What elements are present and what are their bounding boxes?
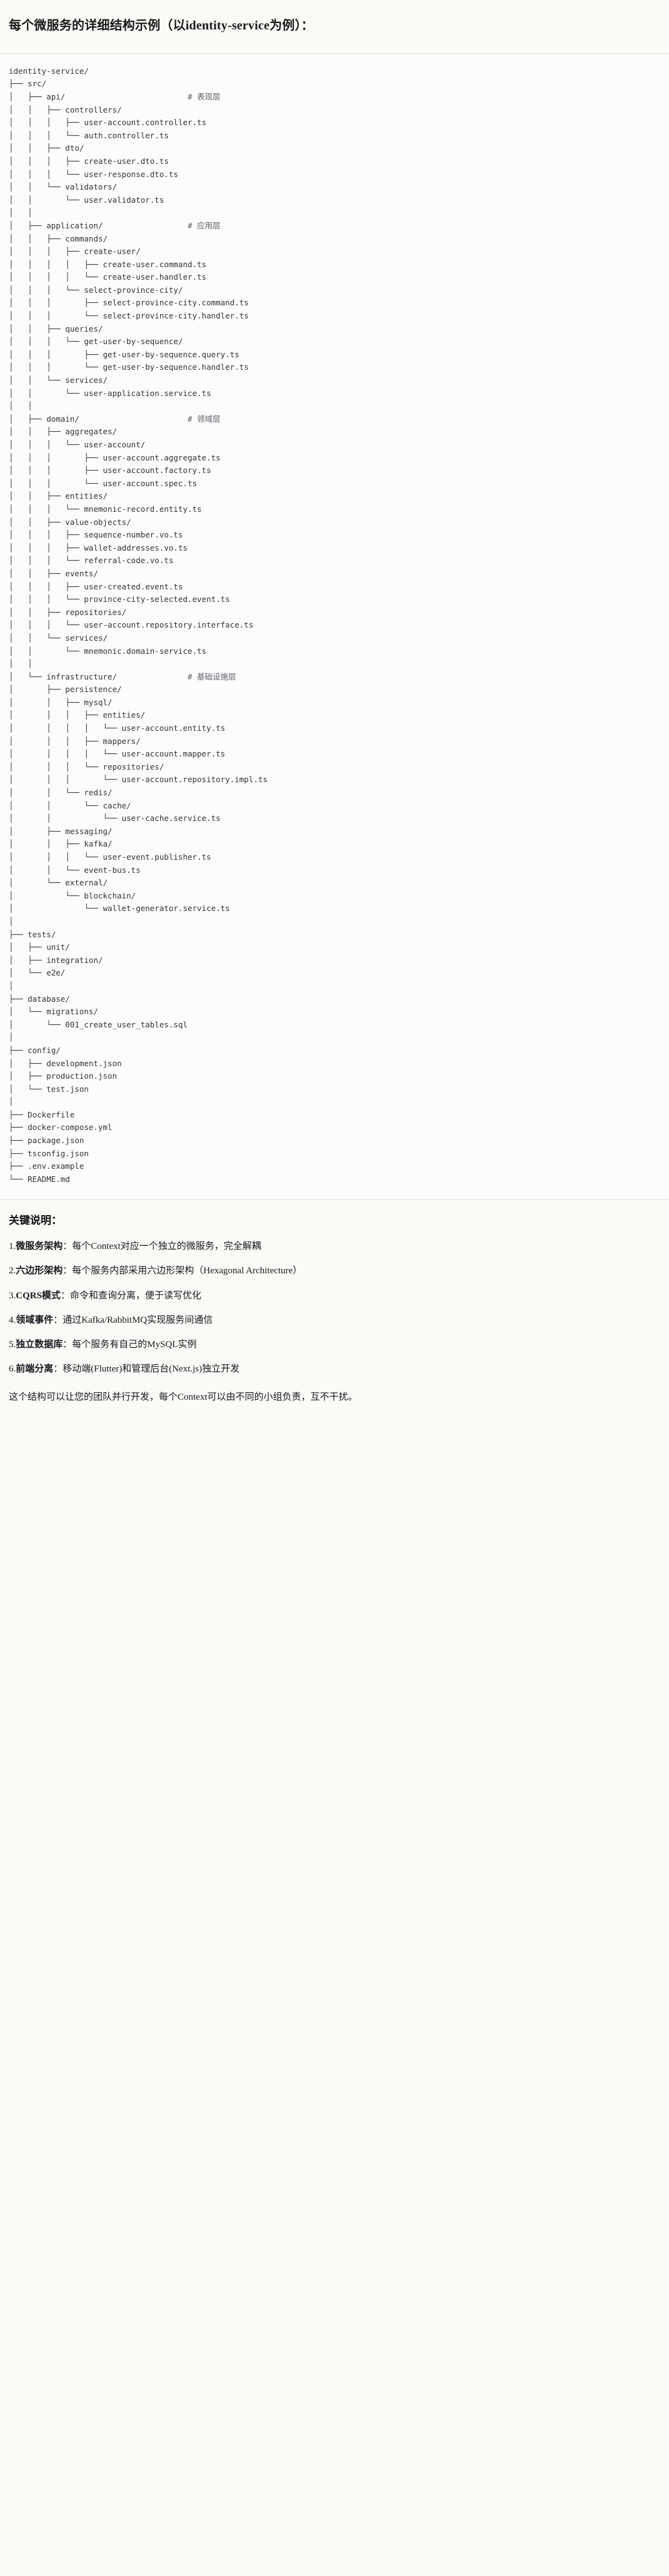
note-separator: ： — [60, 1290, 70, 1301]
tree-comment: # 表现层 — [187, 91, 221, 101]
note-term: 独立数据库 — [16, 1340, 63, 1350]
note-separator: ： — [63, 1266, 73, 1276]
page-title: 每个微服务的详细结构示例（以identity-service为例）： — [9, 19, 314, 33]
note-term: 六边形架构 — [16, 1266, 63, 1276]
note-item: 3.CQRS模式：命令和查询分离，便于读写优化 — [9, 1288, 660, 1303]
note-separator: ： — [53, 1364, 63, 1375]
note-separator: ： — [63, 1241, 73, 1251]
note-item: 6.前端分离：移动端(Flutter)和管理后台(Next.js)独立开发 — [9, 1362, 660, 1377]
note-item: 1.微服务架构：每个Context对应一个独立的微服务，完全解耦 — [9, 1239, 660, 1254]
key-notes-title: 关键说明： — [9, 1214, 62, 1227]
note-number: 5. — [9, 1340, 16, 1350]
divider-bottom — [0, 1199, 669, 1201]
note-item: 2.六边形架构：每个服务内部采用六边形架构（Hexagonal Architec… — [9, 1263, 660, 1278]
note-number: 4. — [9, 1315, 16, 1325]
note-term: 微服务架构 — [16, 1241, 63, 1251]
note-description: 每个服务内部采用六边形架构（Hexagonal Architecture） — [72, 1266, 303, 1276]
closing-paragraph: 这个结构可以让您的团队并行开发，每个Context可以由不同的小组负责，互不干扰… — [9, 1392, 358, 1402]
note-description: 每个Context对应一个独立的微服务，完全解耦 — [72, 1241, 261, 1251]
tree-comment: # 领域层 — [187, 414, 221, 424]
note-number: 1. — [9, 1241, 16, 1251]
note-term: 前端分离 — [16, 1364, 54, 1375]
note-item: 5.独立数据库：每个服务有自己的MySQL实例 — [9, 1337, 660, 1352]
key-notes-section: 关键说明： 1.微服务架构：每个Context对应一个独立的微服务，完全解耦 2… — [0, 1200, 669, 1422]
note-number: 3. — [9, 1290, 16, 1301]
note-description: 命令和查询分离，便于读写优化 — [69, 1290, 201, 1301]
note-term: CQRS模式 — [16, 1290, 61, 1301]
directory-tree-block: identity-service/ ├── src/ │ ├── api/ # … — [0, 53, 669, 1200]
note-description: 移动端(Flutter)和管理后台(Next.js)独立开发 — [63, 1364, 240, 1375]
note-term: 领域事件 — [16, 1315, 54, 1325]
note-number: 6. — [9, 1364, 16, 1375]
note-separator: ： — [63, 1340, 73, 1350]
tree-comment: # 应用层 — [187, 220, 221, 230]
note-separator: ： — [53, 1315, 63, 1325]
note-description: 每个服务有自己的MySQL实例 — [72, 1340, 197, 1350]
directory-tree: identity-service/ ├── src/ │ ├── api/ # … — [9, 66, 268, 1184]
note-description: 通过Kafka/RabbitMQ实现服务间通信 — [63, 1315, 213, 1325]
note-item: 4.领域事件：通过Kafka/RabbitMQ实现服务间通信 — [9, 1313, 660, 1328]
divider-top — [0, 53, 669, 54]
tree-comment: # 基础设施层 — [187, 671, 236, 681]
note-number: 2. — [9, 1266, 16, 1276]
